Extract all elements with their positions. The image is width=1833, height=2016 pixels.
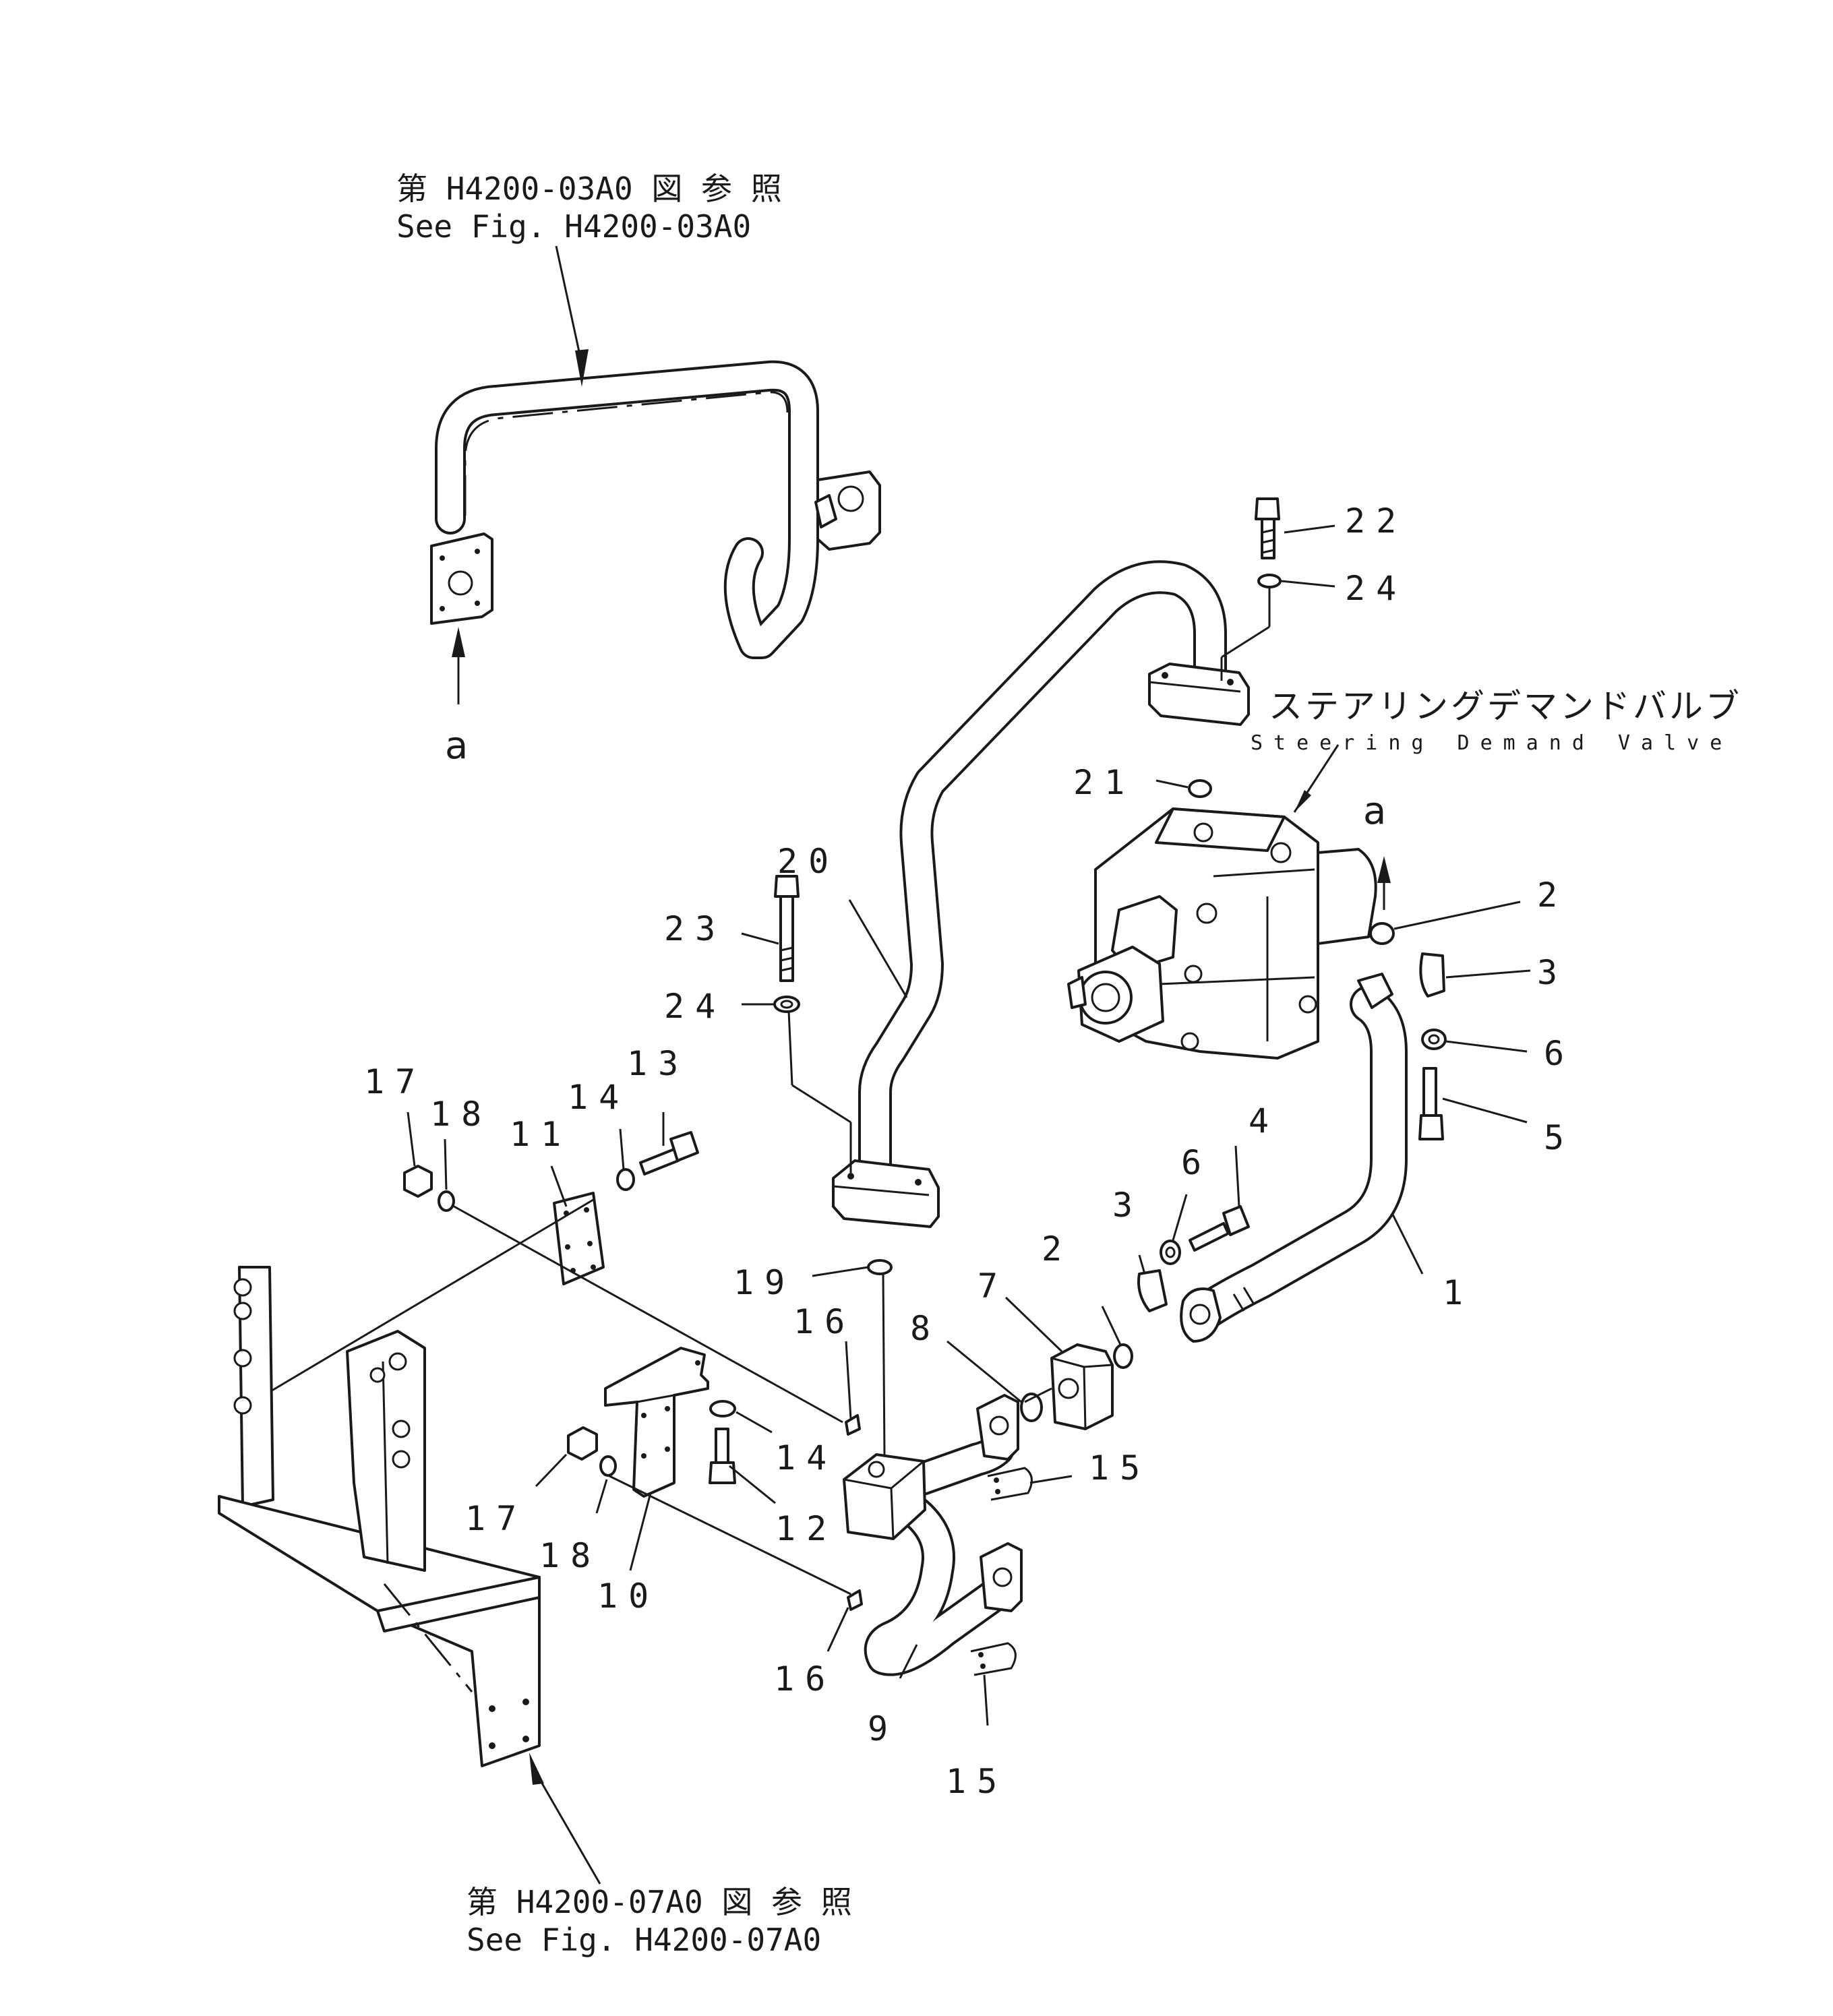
callout-16-upper: 16 xyxy=(793,1302,855,1341)
connection-marker-right: a xyxy=(1363,789,1386,833)
reference-arrow-bottom xyxy=(529,1752,601,1885)
callout-3-upper: 3 xyxy=(1537,953,1568,992)
callout-15-upper: 15 xyxy=(1089,1448,1151,1488)
pipe-20 xyxy=(832,560,1250,1228)
connection-marker-left: a xyxy=(445,724,468,768)
callout-17-upper: 17 xyxy=(364,1062,426,1101)
callout-16-lower: 16 xyxy=(774,1659,836,1699)
callout-12: 12 xyxy=(775,1509,837,1548)
callout-11: 11 xyxy=(510,1115,572,1154)
callout-5: 5 xyxy=(1544,1118,1575,1157)
callout-8: 8 xyxy=(910,1309,941,1348)
callout-7: 7 xyxy=(978,1266,1009,1306)
callout-20: 20 xyxy=(777,842,839,881)
valve-name-jp: ステアリングデマンドバルブ xyxy=(1269,687,1742,726)
assembly-lines xyxy=(269,586,1271,1595)
callout-18-lower: 18 xyxy=(539,1536,601,1575)
callout-19: 19 xyxy=(733,1263,795,1302)
callout-13: 13 xyxy=(627,1044,689,1083)
connection-arrow-left xyxy=(452,627,465,704)
callout-24-lower: 24 xyxy=(664,987,726,1026)
pipe-9 xyxy=(843,1394,1033,1676)
callout-9: 9 xyxy=(868,1709,899,1748)
connection-arrow-right xyxy=(1377,856,1391,910)
reference-bottom-jp: 第 H4200-07A0 図 参 照 xyxy=(467,1884,852,1920)
hardware-upper xyxy=(773,497,1282,1275)
reference-pipe-phantom xyxy=(430,360,881,659)
reference-top-en: See Fig. H4200-03A0 xyxy=(396,208,751,245)
callout-22: 22 xyxy=(1345,501,1407,541)
callout-23: 23 xyxy=(664,909,726,948)
callout-4: 4 xyxy=(1249,1101,1280,1140)
callout-14-lower: 14 xyxy=(775,1438,837,1477)
callout-6-lower: 6 xyxy=(1181,1143,1212,1182)
reference-top-jp: 第 H4200-03A0 図 参 照 xyxy=(396,171,782,207)
reference-arrow-top xyxy=(555,245,589,387)
hardware-right xyxy=(1113,922,1447,1369)
bracket-11 xyxy=(403,1131,699,1285)
callout-17-lower: 17 xyxy=(465,1499,527,1538)
valve-name-en: Steering Demand Valve xyxy=(1251,731,1733,755)
leader-lines xyxy=(407,524,1531,1726)
frame xyxy=(218,1266,541,1767)
callout-15-lower: 15 xyxy=(946,1762,1008,1801)
callout-10: 10 xyxy=(597,1577,659,1616)
bracket-10 xyxy=(567,1347,736,1498)
hose-1 xyxy=(1180,973,1408,1343)
callout-6-upper: 6 xyxy=(1544,1034,1575,1073)
callout-2-upper: 2 xyxy=(1537,876,1568,915)
callout-18-upper: 18 xyxy=(430,1095,492,1134)
callout-3-lower: 3 xyxy=(1112,1186,1143,1225)
callout-1: 1 xyxy=(1443,1273,1474,1312)
callout-14-upper: 14 xyxy=(568,1078,630,1117)
steering-demand-valve xyxy=(1067,807,1377,1060)
callout-21: 21 xyxy=(1073,763,1135,802)
callout-2-lower: 2 xyxy=(1042,1229,1073,1269)
callout-24-upper: 24 xyxy=(1345,569,1407,608)
reference-bottom-en: See Fig. H4200-07A0 xyxy=(467,1922,821,1958)
block-7 xyxy=(1020,1343,1114,1430)
